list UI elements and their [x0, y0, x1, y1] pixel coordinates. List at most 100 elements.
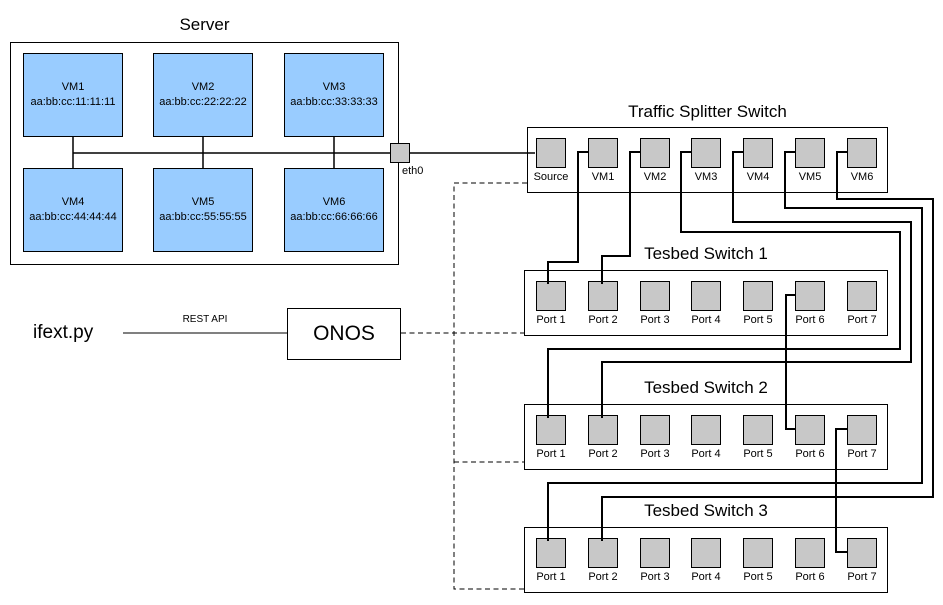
vm-name: VM2: [191, 81, 215, 93]
port-square: [847, 538, 877, 568]
vm-mac: aa:bb:cc:22:22:22: [159, 96, 247, 108]
vm-box-6: VM6 aa:bb:cc:66:66:66: [284, 168, 384, 252]
port-square: [847, 415, 877, 445]
vm-mac: aa:bb:cc:66:66:66: [290, 211, 378, 223]
port-label: Port 1: [536, 571, 566, 583]
traffic-splitter-title: Traffic Splitter Switch: [628, 102, 787, 121]
testbed-switch-2-title: Tesbed Switch 2: [644, 378, 768, 397]
port-label: Port 7: [847, 448, 877, 460]
port-label: VM3: [694, 171, 718, 183]
vm-mac: aa:bb:cc:11:11:11: [30, 96, 116, 108]
port-square: [743, 538, 773, 568]
rest-api-label: REST API: [182, 314, 228, 325]
port-square: [640, 138, 670, 168]
vm-box-3: VM3 aa:bb:cc:33:33:33: [284, 53, 384, 137]
vm-box-5: VM5 aa:bb:cc:55:55:55: [153, 168, 253, 252]
port-label: Port 2: [588, 448, 618, 460]
port-label: Port 7: [847, 571, 877, 583]
vm-box-2: VM2 aa:bb:cc:22:22:22: [153, 53, 253, 137]
port-square: [588, 415, 618, 445]
splitter-port-vm2: VM2: [629, 138, 681, 183]
port-label: Source: [533, 171, 569, 183]
tb1-port-6: Port 6: [784, 281, 836, 326]
port-label: VM4: [746, 171, 770, 183]
port-square: [640, 415, 670, 445]
tb1-port-4: Port 4: [680, 281, 732, 326]
splitter-port-vm1: VM1: [577, 138, 629, 183]
port-label: Port 6: [795, 448, 825, 460]
port-square: [691, 138, 721, 168]
tb3-port-1: Port 1: [525, 538, 577, 583]
vm-name: VM6: [322, 196, 346, 208]
port-label: Port 6: [795, 571, 825, 583]
port-label: Port 1: [536, 314, 566, 326]
tb2-port-5: Port 5: [732, 415, 784, 460]
tb3-port-2: Port 2: [577, 538, 629, 583]
tb3-port-6: Port 6: [784, 538, 836, 583]
splitter-port-source: Source: [525, 138, 577, 183]
vm-mac: aa:bb:cc:55:55:55: [159, 211, 247, 223]
port-label: Port 4: [691, 448, 721, 460]
tb1-port-2: Port 2: [577, 281, 629, 326]
port-label: Port 3: [640, 448, 670, 460]
port-square: [743, 415, 773, 445]
vm-name: VM1: [61, 81, 85, 93]
port-square: [536, 138, 566, 168]
vm-mac: aa:bb:cc:33:33:33: [290, 96, 378, 108]
testbed-switch-3-box: Port 1 Port 2 Port 3 Port 4 Port 5 Port …: [524, 527, 888, 593]
tb1-port-3: Port 3: [629, 281, 681, 326]
splitter-port-vm4: VM4: [732, 138, 784, 183]
port-square: [743, 281, 773, 311]
port-square: [847, 138, 877, 168]
tb2-port-3: Port 3: [629, 415, 681, 460]
tb2-port-6: Port 6: [784, 415, 836, 460]
tb3-port-4: Port 4: [680, 538, 732, 583]
port-square: [795, 415, 825, 445]
port-label: VM5: [798, 171, 822, 183]
traffic-splitter-box: Source VM1 VM2 VM3 VM4 VM5 VM6: [527, 127, 888, 193]
tb2-port-4: Port 4: [680, 415, 732, 460]
onos-box: ONOS: [287, 308, 401, 360]
port-label: Port 5: [743, 571, 773, 583]
port-square: [536, 415, 566, 445]
vm-name: VM5: [191, 196, 215, 208]
tb1-port-1: Port 1: [525, 281, 577, 326]
eth0-label: eth0: [402, 165, 424, 177]
port-label: Port 7: [847, 314, 877, 326]
port-square: [588, 538, 618, 568]
testbed-switch-2-box: Port 1 Port 2 Port 3 Port 4 Port 5 Port …: [524, 404, 888, 470]
port-label: VM2: [643, 171, 667, 183]
splitter-port-vm5: VM5: [784, 138, 836, 183]
port-square: [691, 538, 721, 568]
port-square: [743, 138, 773, 168]
port-label: Port 5: [743, 314, 773, 326]
testbed-switch-3-title: Tesbed Switch 3: [644, 501, 768, 520]
link-vm5-tb3-port1: [547, 151, 923, 541]
port-label: VM6: [850, 171, 874, 183]
tb3-port-5: Port 5: [732, 538, 784, 583]
tb2-port-7: Port 7: [836, 415, 888, 460]
port-label: Port 3: [640, 314, 670, 326]
port-square: [536, 538, 566, 568]
link-vm6-tb3-port2: [601, 151, 934, 541]
tb3-port-7: Port 7: [836, 538, 888, 583]
ifext-script-label: ifext.py: [33, 322, 94, 343]
port-label: Port 1: [536, 448, 566, 460]
port-square: [588, 138, 618, 168]
tb1-port-5: Port 5: [732, 281, 784, 326]
port-square: [795, 138, 825, 168]
tb2-port-2: Port 2: [577, 415, 629, 460]
onos-label: ONOS: [313, 322, 375, 345]
tb1-port-7: Port 7: [836, 281, 888, 326]
port-square: [536, 281, 566, 311]
testbed-switch-1-box: Port 1 Port 2 Port 3 Port 4 Port 5 Port …: [524, 270, 888, 336]
port-label: Port 4: [691, 571, 721, 583]
port-label: Port 5: [743, 448, 773, 460]
vm-box-1: VM1 aa:bb:cc:11:11:11: [23, 53, 123, 137]
port-square: [847, 281, 877, 311]
port-square: [640, 538, 670, 568]
onos-control-links: [401, 182, 527, 590]
port-square: [795, 281, 825, 311]
port-label: Port 6: [795, 314, 825, 326]
